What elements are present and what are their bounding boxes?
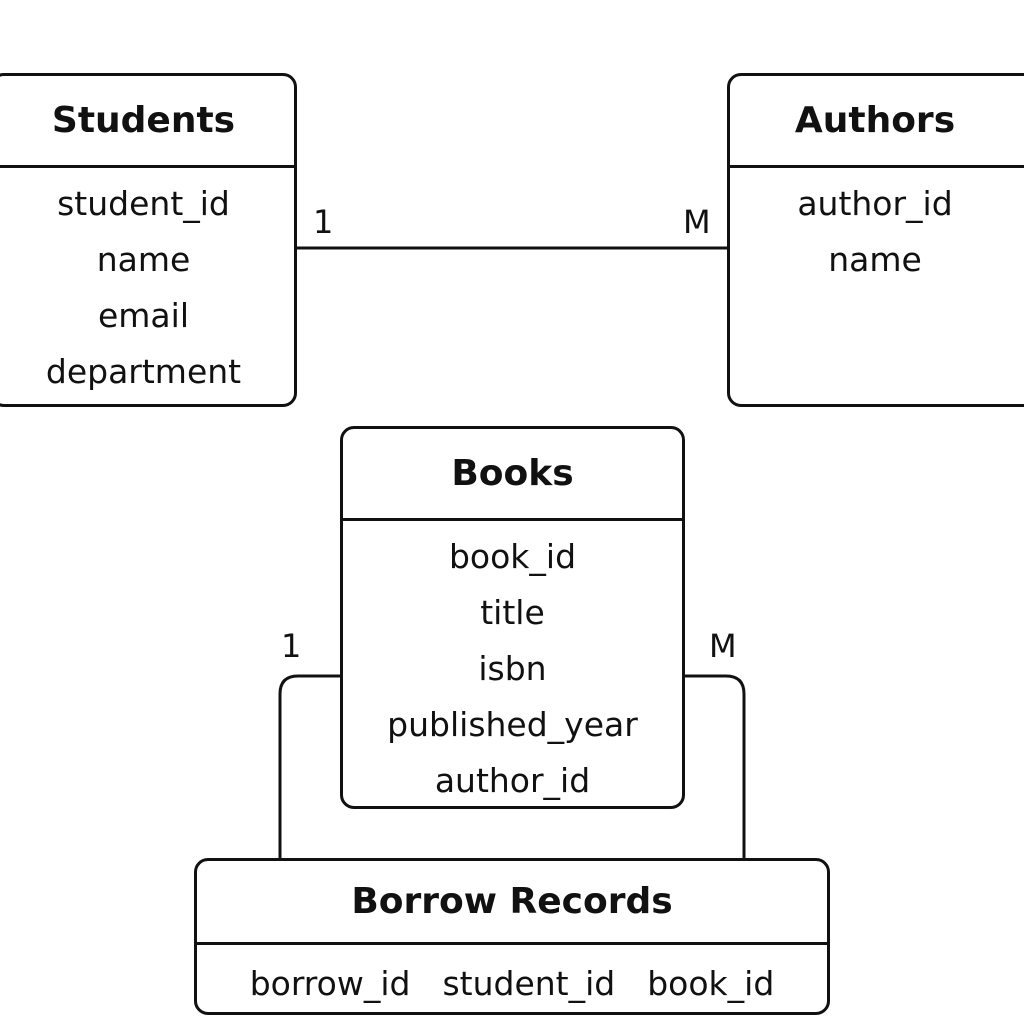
entity-borrow-records-header: Borrow Records (197, 861, 827, 945)
entity-authors-attributes: author_id name (730, 168, 1024, 288)
entity-books-title: Books (451, 453, 574, 494)
entity-borrow-records[interactable]: Borrow Records borrow_id student_id book… (194, 858, 830, 1015)
attribute-author-id: author_id (797, 184, 953, 223)
entity-students[interactable]: Students student_id name email departmen… (0, 73, 297, 407)
attribute-student-id: student_id (57, 184, 230, 223)
attribute-student-id: student_id (442, 964, 616, 1003)
books-borrow-right-connector (685, 674, 746, 858)
attribute-borrow-id: borrow_id (249, 964, 411, 1003)
entity-students-title: Students (51, 100, 236, 141)
cardinality-label: M (683, 203, 711, 241)
entity-authors-header: Authors (730, 76, 1024, 168)
entity-books[interactable]: Books book_id title isbn published_year … (340, 426, 685, 809)
attribute-book-id: book_id (448, 537, 577, 576)
entity-authors[interactable]: Authors author_id name (727, 73, 1024, 407)
entity-borrow-records-title: Borrow Records (351, 881, 673, 922)
attribute-author-id: author_id (434, 761, 591, 800)
attribute-book-id: book_id (647, 964, 775, 1003)
entity-books-header: Books (343, 429, 682, 521)
cardinality-label: M (709, 627, 737, 665)
entity-borrow-records-attributes: borrow_id student_id book_id (197, 945, 827, 1017)
attribute-name: name (96, 240, 191, 279)
attribute-name: name (828, 240, 922, 279)
cardinality-label: 1 (313, 203, 334, 241)
entity-students-header: Students (0, 76, 294, 168)
cardinality-label: 1 (281, 627, 302, 665)
entity-students-attributes: student_id name email department (0, 168, 294, 400)
attribute-email: email (97, 296, 189, 335)
attribute-title: title (480, 593, 545, 632)
attribute-department: department (45, 352, 242, 391)
entity-books-attributes: book_id title isbn published_year author… (343, 521, 682, 809)
attribute-isbn: isbn (478, 649, 547, 688)
entity-authors-title: Authors (794, 100, 956, 141)
books-borrow-left-connector (278, 674, 340, 858)
attribute-published-year: published_year (387, 705, 638, 744)
